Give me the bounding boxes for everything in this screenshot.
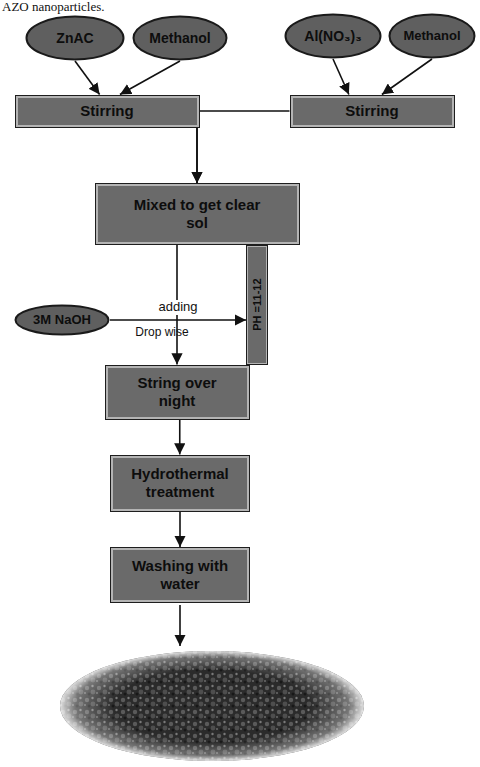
flow-arrow bbox=[120, 61, 180, 95]
node-text: String over night bbox=[122, 374, 232, 410]
process-box: Hydrothermal treatment bbox=[110, 455, 250, 512]
ellipse-shape bbox=[390, 15, 475, 58]
node-text: 3M NaOH bbox=[33, 312, 91, 328]
node-text: PH =11-12 bbox=[250, 279, 263, 331]
annotation-label: Drop wise bbox=[135, 326, 188, 340]
process-box: Mixed to get clear sol bbox=[95, 183, 300, 245]
flow-arrow bbox=[75, 61, 100, 95]
edge-label: adding bbox=[156, 300, 199, 315]
flow-arrow bbox=[110, 319, 246, 321]
sem-image-rim bbox=[60, 651, 364, 761]
node-text: Hydrothermal treatment bbox=[123, 465, 238, 501]
node-text: Stirring bbox=[80, 102, 133, 120]
node-text: ZnAC bbox=[56, 30, 93, 47]
node-text: Methanol bbox=[403, 28, 460, 44]
caption-fragment: AZO nanoparticles. bbox=[2, 0, 105, 15]
flow-arrow bbox=[197, 111, 290, 183]
ellipse-shape bbox=[27, 17, 124, 60]
process-box: Washing with water bbox=[110, 547, 250, 603]
input-ellipse: Methanol bbox=[132, 15, 228, 61]
process-box: Stirring bbox=[290, 95, 455, 128]
ellipse-shape bbox=[134, 17, 227, 60]
input-ellipse: 3M NaOH bbox=[14, 304, 110, 336]
flow-arrow bbox=[179, 420, 181, 455]
node-text: Stirring bbox=[345, 102, 398, 120]
process-box: Stirring bbox=[15, 95, 200, 128]
flow-arrow bbox=[382, 59, 432, 95]
input-ellipse: Al(NO₃)₃ bbox=[284, 13, 382, 59]
ph-bar: PH =11-12 bbox=[246, 245, 268, 365]
flow-arrow bbox=[179, 512, 181, 548]
flow-arrow bbox=[333, 59, 349, 95]
node-text: Washing with water bbox=[123, 557, 238, 593]
node-text: Methanol bbox=[149, 30, 210, 47]
input-ellipse: Methanol bbox=[388, 13, 476, 59]
result-arrow bbox=[179, 605, 181, 646]
node-text: Mixed to get clear sol bbox=[132, 196, 262, 232]
ellipse-shape bbox=[16, 306, 109, 335]
process-box: String over night bbox=[105, 365, 250, 420]
input-ellipse: ZnAC bbox=[25, 15, 125, 61]
sem-image bbox=[60, 651, 364, 761]
ellipse-shape bbox=[286, 15, 381, 58]
node-text: Al(NO₃)₃ bbox=[304, 28, 361, 45]
